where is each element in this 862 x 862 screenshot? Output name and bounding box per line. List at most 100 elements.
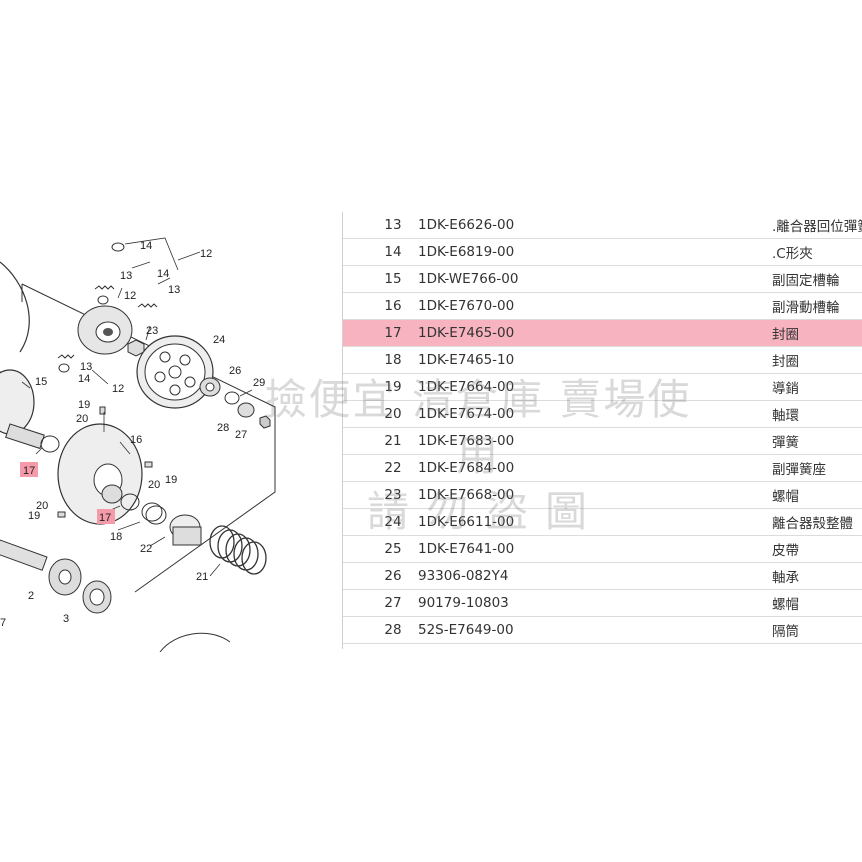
table-row: 27 90179-10803 螺帽	[343, 590, 862, 617]
callout-label: 15	[35, 376, 47, 388]
row-number: 27	[384, 595, 402, 611]
part-name: 軸承	[772, 570, 799, 586]
part-number: 1DK-E7664-00	[418, 379, 515, 395]
row-number: 15	[384, 271, 402, 287]
row-number: 16	[384, 298, 402, 314]
clutch-housing	[136, 335, 214, 409]
c-clip	[58, 242, 125, 373]
callout-label: 27	[235, 429, 247, 441]
part-name: 彈簧	[772, 435, 799, 451]
seal	[141, 502, 163, 522]
callout-label: 7	[0, 617, 6, 629]
row-number: 25	[384, 541, 402, 557]
sliding-sheave	[57, 423, 143, 525]
fixed-sheave	[0, 369, 60, 453]
row-number: 21	[384, 433, 402, 449]
callout-label: 13	[80, 361, 92, 373]
row-number: 26	[384, 568, 402, 584]
callout-label: 14	[78, 373, 90, 385]
callout-label: 14	[140, 240, 152, 252]
table-row: 16 1DK-E7670-00 副滑動槽輪	[343, 293, 862, 320]
part-name: 副彈簧座	[772, 462, 826, 478]
part-number: 1DK-E7641-00	[418, 541, 515, 557]
callout-label: 3	[63, 613, 69, 625]
part-name: 離合器殼整體	[772, 516, 853, 532]
callout-label: 22	[140, 543, 152, 555]
spring-seat	[169, 514, 202, 546]
callout-label: 12	[112, 383, 124, 395]
drive-edge	[159, 632, 231, 652]
table-row: 22 1DK-E7684-00 副彈簧座	[343, 455, 862, 482]
row-number: 14	[384, 244, 402, 260]
table-row: 15 1DK-WE766-00 副固定槽輪	[343, 266, 862, 293]
callout-label: 28	[217, 422, 229, 434]
callout-label: 19	[165, 474, 177, 486]
callout-label: 19	[28, 510, 40, 522]
callout-label: 23	[146, 325, 158, 337]
callout-label: 24	[213, 334, 225, 346]
part-name: 螺帽	[772, 597, 799, 613]
part-name: 封圈	[772, 327, 799, 343]
part-number: 1DK-E6611-00	[418, 514, 515, 530]
row-number: 24	[384, 514, 402, 530]
seal	[145, 505, 167, 525]
callout-label: 16	[130, 434, 142, 446]
row-number: 28	[384, 622, 402, 638]
row-number: 22	[384, 460, 402, 476]
callout-label: 20	[148, 479, 160, 491]
table-row: 14 1DK-E6819-00 .C形夾	[343, 239, 862, 266]
shaft	[0, 539, 112, 614]
part-name: 封圈	[772, 354, 799, 370]
callout-label: 20	[76, 413, 88, 425]
part-number: 1DK-E7684-00	[418, 460, 515, 476]
callout-highlight	[20, 462, 38, 477]
part-number: 1DK-E7674-00	[418, 406, 515, 422]
callout-label: 14	[157, 268, 169, 280]
callout-label: 20	[36, 500, 48, 512]
part-name: 隔筒	[772, 624, 799, 640]
compression-spring	[209, 525, 267, 575]
row-number: 13	[384, 217, 402, 233]
nut	[259, 415, 271, 429]
callout-label: 29	[253, 377, 265, 389]
callout-label: 12	[124, 290, 136, 302]
part-number: 1DK-E6819-00	[418, 244, 515, 260]
clutch-spring	[57, 285, 158, 359]
row-number: 17	[384, 325, 402, 341]
part-name: 皮帶	[772, 543, 799, 559]
part-name: 副滑動槽輪	[772, 300, 840, 316]
spacer	[237, 402, 255, 418]
callout-label: 18	[110, 531, 122, 543]
housing-edge	[0, 261, 30, 353]
table-row: 26 93306-082Y4 軸承	[343, 563, 862, 590]
part-number: 1DK-E7670-00	[418, 298, 515, 314]
row-number: 19	[384, 379, 402, 395]
part-number: 93306-082Y4	[418, 568, 509, 584]
washer	[224, 391, 240, 405]
row-number: 20	[384, 406, 402, 422]
part-number: 1DK-E7683-00	[418, 433, 515, 449]
callout-label: 12	[200, 248, 212, 260]
bearing	[199, 377, 221, 397]
leader-lines	[21, 237, 253, 577]
part-name: 螺帽	[772, 489, 799, 505]
table-row: 25 1DK-E7641-00 皮帶	[343, 536, 862, 563]
part-number: 1DK-WE766-00	[418, 271, 519, 287]
callout-highlight	[97, 509, 115, 524]
part-name: 副固定槽輪	[772, 273, 840, 289]
exploded-parts-diagram: 14 12 13 14 12 13 23 13 14 12 24 15 26 2…	[0, 237, 276, 652]
part-name: .C形夾	[772, 246, 813, 262]
table-row: 21 1DK-E7683-00 彈簧	[343, 428, 862, 455]
table-row: 24 1DK-E6611-00 離合器殼整體	[343, 509, 862, 536]
part-number: 90179-10803	[418, 595, 509, 611]
callout-label: 17	[23, 465, 35, 477]
callout-label: 13	[120, 270, 132, 282]
